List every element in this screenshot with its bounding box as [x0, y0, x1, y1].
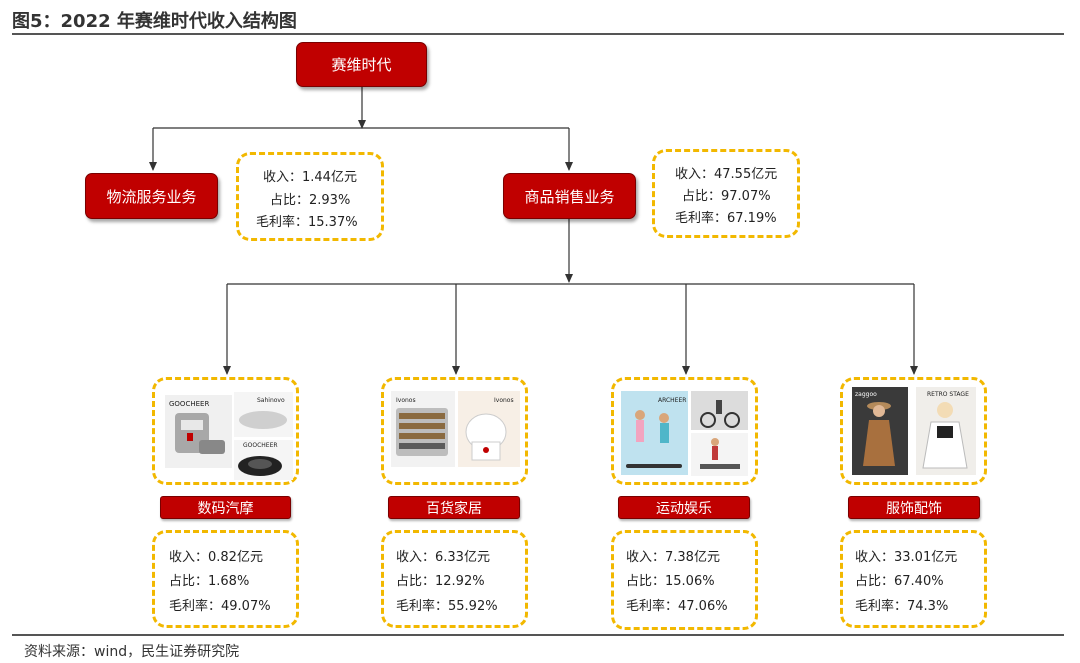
- svg-text:ARCHEER: ARCHEER: [658, 397, 686, 404]
- product-images-home: Ivonos Ivonos: [381, 377, 528, 485]
- svg-text:Ivonos: Ivonos: [396, 397, 416, 404]
- goods-margin: 毛利率：67.19%: [675, 207, 777, 226]
- goods-share: 占比：97.07%: [682, 185, 771, 204]
- sports-revenue: 收入：7.38亿元: [626, 546, 720, 565]
- apparel-share: 占比：67.40%: [855, 570, 944, 589]
- brand-text: GOOCHEER: [169, 400, 209, 408]
- home-products-image: Ivonos Ivonos: [384, 380, 525, 482]
- svg-text:Sahinovo: Sahinovo: [257, 397, 285, 404]
- home-revenue: 收入：6.33亿元: [396, 546, 490, 565]
- product-images-sports: ARCHEER: [611, 377, 758, 485]
- category-node-apparel: 服饰配饰: [848, 496, 980, 519]
- goods-node: 商品销售业务: [503, 173, 636, 219]
- digital-share: 占比：1.68%: [169, 570, 249, 589]
- category-node-sports: 运动娱乐: [618, 496, 750, 519]
- product-images-apparel: zaggoo RETRO STAGE: [840, 377, 987, 485]
- source-note: 资料来源：wind，民生证券研究院: [24, 641, 239, 661]
- category-node-home: 百货家居: [388, 496, 520, 519]
- category-node-digital: 数码汽摩: [160, 496, 291, 519]
- category-stats-home: 收入：6.33亿元 占比：12.92% 毛利率：55.92%: [381, 530, 528, 628]
- sports-share: 占比：15.06%: [626, 570, 715, 589]
- goods-stats-box: 收入：47.55亿元 占比：97.07% 毛利率：67.19%: [652, 149, 800, 238]
- svg-text:Ivonos: Ivonos: [494, 397, 514, 404]
- home-margin: 毛利率：55.92%: [396, 595, 498, 614]
- sports-products-image: ARCHEER: [614, 380, 755, 482]
- logistics-margin: 毛利率：15.37%: [256, 211, 358, 230]
- svg-text:RETRO STAGE: RETRO STAGE: [927, 391, 969, 398]
- sports-margin: 毛利率：47.06%: [626, 595, 728, 614]
- category-stats-apparel: 收入：33.01亿元 占比：67.40% 毛利率：74.3%: [840, 530, 987, 628]
- home-share: 占比：12.92%: [396, 570, 485, 589]
- category-stats-sports: 收入：7.38亿元 占比：15.06% 毛利率：47.06%: [611, 530, 758, 630]
- digital-revenue: 收入：0.82亿元: [169, 546, 263, 565]
- logistics-revenue: 收入：1.44亿元: [263, 166, 357, 185]
- goods-revenue: 收入：47.55亿元: [675, 163, 777, 182]
- bottom-rule: [12, 634, 1064, 636]
- apparel-products-image: zaggoo RETRO STAGE: [843, 380, 984, 482]
- digital-products-image: GOOCHEER Sahinovo GOOCHEER: [155, 380, 296, 482]
- product-images-digital: GOOCHEER Sahinovo GOOCHEER: [152, 377, 299, 485]
- svg-text:zaggoo: zaggoo: [855, 391, 877, 398]
- root-node: 赛维时代: [296, 42, 427, 87]
- svg-text:GOOCHEER: GOOCHEER: [243, 442, 278, 449]
- logistics-node: 物流服务业务: [85, 173, 218, 219]
- digital-margin: 毛利率：49.07%: [169, 595, 271, 614]
- apparel-margin: 毛利率：74.3%: [855, 595, 948, 614]
- apparel-revenue: 收入：33.01亿元: [855, 546, 957, 565]
- logistics-stats-box: 收入：1.44亿元 占比：2.93% 毛利率：15.37%: [236, 152, 384, 241]
- logistics-share: 占比：2.93%: [270, 189, 350, 208]
- category-stats-digital: 收入：0.82亿元 占比：1.68% 毛利率：49.07%: [152, 530, 299, 628]
